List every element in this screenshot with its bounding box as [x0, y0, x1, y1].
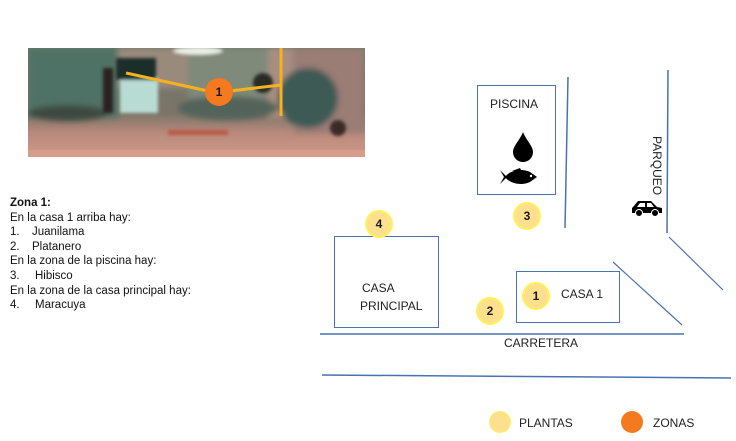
water-drop-icon: [513, 132, 533, 162]
parqueo-wall-right: [666, 69, 669, 234]
legend-plantas-label: PLANTAS: [519, 416, 573, 430]
zone-notes: Zona 1: En la casa 1 arriba hay: 1. Juani…: [10, 196, 191, 313]
zone-boundary-line: [229, 83, 282, 93]
notes-item: 1. Juanilama: [10, 225, 191, 240]
item-number: 1.: [10, 226, 20, 239]
notes-item: 3. Hibisco: [10, 269, 191, 284]
item-text: Juanilama: [32, 226, 85, 239]
plant-marker[interactable]: 1: [522, 282, 550, 310]
plant-marker-label: 3: [523, 209, 531, 223]
legend-zonas-label: ZONAS: [653, 416, 695, 430]
notes-title: Zona 1:: [10, 197, 51, 209]
legend-zonas-swatch: [621, 411, 643, 433]
piscina-label: PISCINA: [490, 97, 539, 111]
plant-marker-label: 2: [486, 304, 494, 318]
satellite-image: [28, 48, 365, 157]
piscina-area[interactable]: PISCINA: [477, 85, 556, 195]
notes-item: 4. Maracuya: [10, 298, 191, 313]
zone-boundary-line: [125, 71, 209, 93]
casa-1-label: CASA 1: [561, 287, 604, 301]
plant-marker-label: 4: [375, 217, 383, 231]
diagonal-road-line: [612, 261, 683, 326]
car-icon: [632, 201, 662, 217]
item-number: 2.: [10, 240, 20, 253]
plant-marker[interactable]: 4: [365, 210, 393, 238]
item-number: 4.: [10, 299, 20, 312]
parqueo-label: PARQUEO: [650, 136, 664, 196]
item-text: Hibisco: [35, 269, 73, 282]
parqueo-wall-left: [564, 76, 569, 229]
item-text: Maracuya: [35, 299, 86, 312]
casa-principal-area[interactable]: CASA PRINCIPAL: [334, 236, 439, 328]
plant-marker[interactable]: 3: [513, 202, 541, 230]
item-text: Platanero: [32, 240, 82, 253]
plant-marker-label: 1: [532, 289, 540, 303]
zone-marker[interactable]: 1: [205, 78, 233, 106]
item-number: 3.: [10, 269, 20, 282]
casa-principal-label-1: CASA: [362, 281, 395, 295]
carretera-label: CARRETERA: [504, 336, 579, 350]
plant-marker[interactable]: 2: [476, 297, 504, 325]
casa-principal-label-2: PRINCIPAL: [360, 299, 423, 313]
fish-icon: [500, 168, 537, 185]
notes-item: 2. Platanero: [10, 240, 191, 255]
zone-marker-label: 1: [215, 85, 223, 99]
notes-heading: En la zona de la piscina hay:: [10, 255, 157, 268]
road-edge-bottom: [321, 374, 732, 379]
diagonal-road-line: [668, 236, 724, 291]
legend-plantas-swatch: [489, 411, 511, 433]
notes-heading: En la zona de la casa principal hay:: [10, 284, 191, 297]
notes-heading: En la casa 1 arriba hay:: [10, 211, 131, 224]
